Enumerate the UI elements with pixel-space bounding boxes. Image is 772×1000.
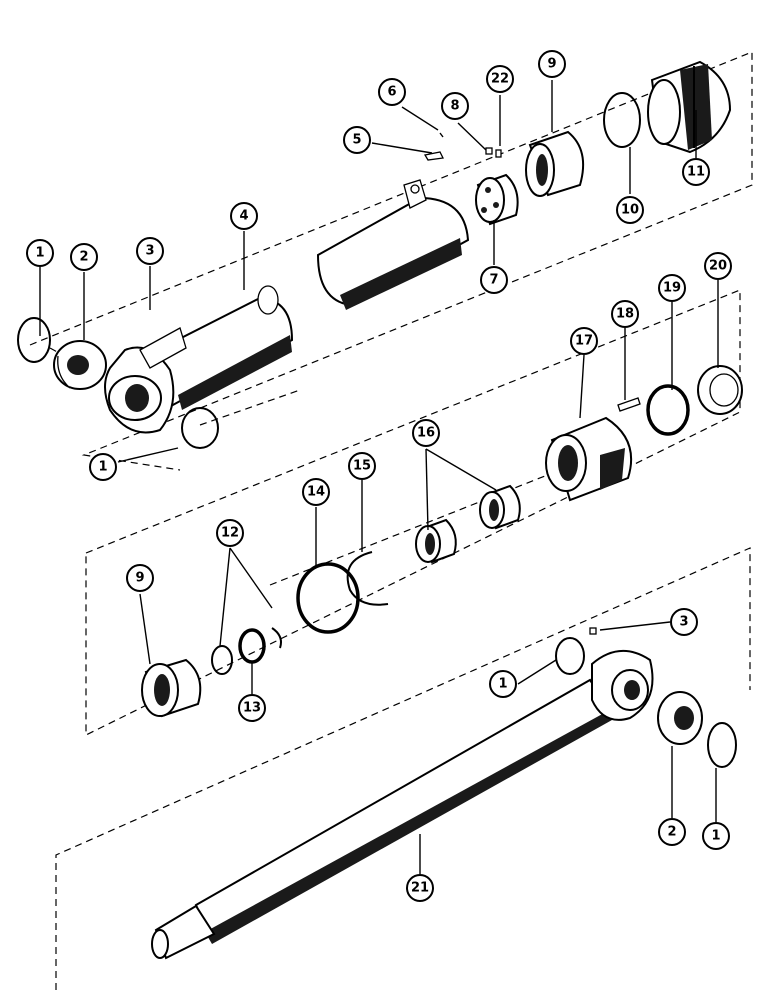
gland-17 [545, 416, 633, 502]
svg-text:1: 1 [498, 677, 507, 692]
callout-1-middle: 1 [89, 453, 117, 481]
callout-15: 15 [348, 452, 376, 480]
svg-text:3: 3 [679, 615, 688, 630]
svg-text:5: 5 [352, 133, 361, 148]
wiper-20 [697, 365, 743, 415]
seal-ring-10 [603, 92, 641, 148]
o-ring-13 [238, 628, 266, 664]
svg-text:18: 18 [616, 307, 634, 322]
svg-text:3: 3 [145, 244, 154, 259]
retaining-ring-upper-left [17, 317, 51, 363]
piston-11 [647, 60, 732, 154]
svg-text:16: 16 [417, 426, 435, 441]
svg-text:22: 22 [491, 72, 509, 87]
svg-text:2: 2 [667, 825, 676, 840]
backup-ring-15 [346, 551, 389, 606]
callouts: 1 2 3 4 5 6 7 8 9 10 11 22 1 16 14 15 17… [26, 50, 732, 902]
callout-17: 17 [570, 327, 598, 355]
svg-text:15: 15 [353, 459, 371, 474]
svg-text:4: 4 [239, 209, 248, 224]
svg-text:13: 13 [243, 701, 261, 716]
callout-2-lower: 2 [658, 818, 686, 846]
callout-1-lower-right: 1 [702, 822, 730, 850]
svg-text:9: 9 [135, 571, 144, 586]
pin-22 [495, 149, 502, 158]
svg-text:21: 21 [411, 881, 429, 896]
barrel-tube [104, 179, 470, 434]
callout-13: 13 [238, 694, 266, 722]
pin-5 [423, 151, 444, 161]
svg-text:17: 17 [575, 334, 593, 349]
pin-6 [439, 132, 444, 138]
svg-text:19: 19 [663, 281, 681, 296]
callout-11: 11 [682, 158, 710, 186]
callout-9-upper: 9 [538, 50, 566, 78]
pin-8 [485, 147, 493, 155]
svg-text:12: 12 [221, 526, 239, 541]
callout-2-upper-left: 2 [70, 243, 98, 271]
svg-text:20: 20 [709, 259, 727, 274]
callout-8: 8 [441, 92, 469, 120]
pin-18 [617, 397, 641, 412]
svg-text:9: 9 [547, 57, 556, 72]
wear-ring-9-upper [525, 130, 584, 197]
svg-text:10: 10 [621, 203, 639, 218]
bushing-2-lower [657, 691, 703, 745]
callout-14: 14 [302, 478, 330, 506]
callout-7: 7 [480, 266, 508, 294]
svg-text:1: 1 [35, 246, 44, 261]
svg-text:1: 1 [711, 829, 720, 844]
piston-nut [475, 173, 519, 226]
assembly-boundary-lines [29, 51, 753, 990]
callout-1-rod-eye: 1 [489, 670, 517, 698]
retaining-ring-1-rod-eye [555, 637, 585, 675]
svg-text:2: 2 [79, 250, 88, 265]
grease-fitting-3-lower [589, 627, 597, 635]
o-ring-14 [296, 562, 360, 634]
seals-12 [211, 627, 282, 675]
callout-21: 21 [406, 874, 434, 902]
bushing-16-left [415, 518, 457, 564]
callout-10: 10 [616, 196, 644, 224]
retaining-ring-upper-lower [181, 407, 219, 449]
callout-22: 22 [486, 65, 514, 93]
svg-text:11: 11 [687, 165, 705, 180]
svg-text:14: 14 [307, 485, 325, 500]
svg-text:8: 8 [450, 99, 459, 114]
callout-16: 16 [412, 419, 440, 447]
callout-18: 18 [611, 300, 639, 328]
piston-rod-21 [151, 649, 654, 960]
callout-12: 12 [216, 519, 244, 547]
callout-20: 20 [704, 252, 732, 280]
callout-5: 5 [343, 126, 371, 154]
callout-3-upper: 3 [136, 237, 164, 265]
callout-19: 19 [658, 274, 686, 302]
seal-19 [646, 384, 690, 436]
callout-4: 4 [230, 202, 258, 230]
retaining-ring-1-lower-right [707, 722, 737, 768]
leader-lines [39, 80, 719, 874]
callout-3-lower: 3 [670, 608, 698, 636]
bushing-16-right [479, 484, 521, 530]
svg-text:1: 1 [98, 460, 107, 475]
svg-text:6: 6 [387, 85, 396, 100]
svg-text:7: 7 [489, 273, 498, 288]
callout-9-lower: 9 [126, 564, 154, 592]
callout-6: 6 [378, 78, 406, 106]
wear-ring-9-lower [141, 658, 202, 718]
bushing-upper-left [53, 340, 107, 390]
callout-1-upper-left: 1 [26, 239, 54, 267]
